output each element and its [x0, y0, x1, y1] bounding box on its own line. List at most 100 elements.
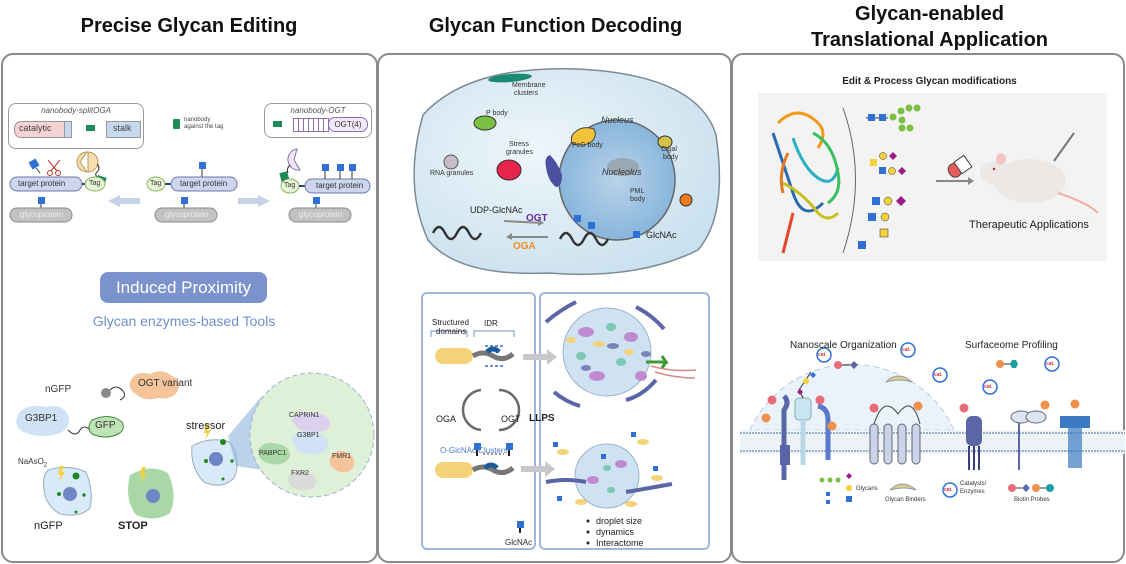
tpr-repeats — [293, 118, 329, 132]
nanoscale-dome — [749, 363, 955, 431]
llps-right-box — [539, 292, 710, 550]
nanobody-legend-icon — [173, 119, 180, 129]
receptor — [817, 403, 831, 460]
glycoprotein-left — [9, 207, 73, 223]
title-translational-line2: Translational Application — [810, 29, 1049, 51]
glcnac-removed-icon — [28, 158, 41, 174]
catalyst-icon — [932, 367, 948, 383]
label-membrane: Membrane — [512, 82, 546, 89]
glcnac-icon — [574, 215, 581, 222]
cell-diagram — [413, 67, 721, 276]
enzyme-tools-subtitle: Glycan enzymes-based Tools — [92, 313, 276, 329]
target-protein-center — [170, 176, 238, 192]
surfaceome-profiling-label: Surfaceome Profiling — [965, 340, 1058, 351]
target-protein-label: target protein — [180, 179, 228, 188]
legend-catalyst-icon — [942, 482, 958, 498]
glcnac-icon — [38, 197, 45, 204]
g3bp1-granule-blob — [292, 430, 328, 455]
pml-body — [679, 193, 693, 207]
cat-label: cat. — [902, 347, 911, 353]
llps-diagram — [430, 300, 697, 545]
ngfp-label: nGFP — [45, 384, 72, 395]
label-cajal-body: body — [663, 154, 679, 161]
catalyst-icon — [982, 379, 998, 395]
label-glcnac-legend: GlcNAc — [505, 538, 533, 547]
catalyst-icon — [1044, 356, 1060, 372]
glcnac-icon — [322, 164, 329, 171]
label-oglcnac-clusters: O-GlcNAc Clusters — [440, 446, 508, 455]
mouse-icon — [980, 153, 1099, 214]
granule-protein-g3bp1: G3BP1 — [297, 432, 320, 439]
label-cajal: Cajal — [661, 146, 677, 153]
cajal-body — [657, 135, 673, 149]
cat-label: cat. — [984, 384, 993, 390]
therapeutic-label: Therapeutic Applications — [969, 219, 1089, 231]
label-pcg-body: PcG body — [572, 142, 603, 149]
label-granules: granules — [506, 149, 533, 156]
nanobody-ogt-title: nanobody-OGT — [290, 106, 346, 115]
droplet-upper — [562, 307, 652, 397]
label-pml: PML — [630, 188, 645, 195]
label-nucleus: Nucleus — [601, 115, 634, 125]
edit-process-title: Edit & Process Glycan modifications — [842, 76, 1017, 87]
nanobody-icon — [273, 121, 282, 127]
glycoprotein-center — [154, 207, 218, 223]
lightning-icon — [58, 466, 65, 482]
arrow-left-icon — [108, 195, 140, 207]
label-glcnac: GlcNAc — [646, 230, 677, 240]
glcnac-icon — [313, 197, 320, 204]
p-body — [473, 115, 497, 131]
pabpc1-blob — [258, 442, 290, 465]
induced-proximity-badge: Induced Proximity — [100, 272, 267, 303]
galnac-icon — [879, 228, 889, 238]
lightning-icon — [204, 424, 211, 440]
label-stress: Stress — [509, 141, 529, 148]
membrane-diagram — [740, 342, 1125, 504]
tag-label: Tag — [89, 180, 101, 187]
glycoprotein-right — [288, 207, 352, 223]
naaso2-label: NaAsO2 — [18, 457, 47, 469]
glcnac-icon — [181, 197, 188, 204]
legend-glycans-icon — [819, 473, 852, 504]
arrow-oga-icon — [506, 233, 512, 240]
label-rna-granules: RNA granules — [430, 170, 474, 177]
title-translational-line1: Glycan-enabled — [855, 3, 1004, 25]
target-protein-label: target protein — [316, 181, 364, 190]
editing-schematic — [9, 148, 371, 223]
structured-domain — [435, 348, 473, 364]
catalytic-domain-end — [64, 121, 72, 138]
membrane-cluster — [488, 73, 532, 83]
arrow-right-icon — [521, 461, 555, 477]
therapeutic-diagram — [771, 104, 1099, 254]
granule-protein-fxr2: FXR2 — [291, 470, 309, 477]
rna-granule — [443, 154, 459, 170]
er-organelle — [545, 155, 562, 187]
title-glycan-function-decoding: Glycan Function Decoding — [428, 15, 683, 37]
label-domains: domains — [436, 327, 467, 336]
glcnac-legend-icon — [633, 231, 640, 238]
pill-icon — [947, 154, 973, 178]
glcnac-icon — [588, 222, 595, 229]
target-protein-label: target protein — [18, 179, 66, 188]
caprin1-blob — [292, 412, 330, 433]
cat-label: cat. — [1046, 361, 1055, 367]
tag-label: Tag — [284, 182, 296, 189]
glycan-binder-icon — [885, 375, 913, 383]
ogt-variant-label: OGT variant — [138, 378, 193, 389]
naaso2-text: NaAsO — [18, 457, 44, 466]
legend-binders-label: Glycan Binders — [885, 497, 926, 503]
label-ogt-cycle: OGT — [501, 414, 521, 424]
split-oga-enzyme-icon — [76, 151, 99, 173]
bullet-dynamics: dynamics — [596, 527, 635, 537]
label-oga-cycle: OGA — [436, 414, 457, 424]
cat-label: cat. — [818, 352, 827, 358]
stalk-domain — [106, 121, 141, 138]
glcnac-icon — [349, 164, 356, 171]
arrow-ogt-icon — [538, 219, 544, 226]
label-udp-glcnac: UDP-GlcNAc — [470, 205, 523, 215]
legend-enzymes-label: Enzymes — [960, 489, 985, 495]
arrow-right-icon — [523, 349, 557, 365]
label-clusters: clusters — [514, 90, 539, 97]
glycoprotein-label: glycoprotein — [299, 210, 343, 219]
nucleolus — [607, 158, 639, 176]
